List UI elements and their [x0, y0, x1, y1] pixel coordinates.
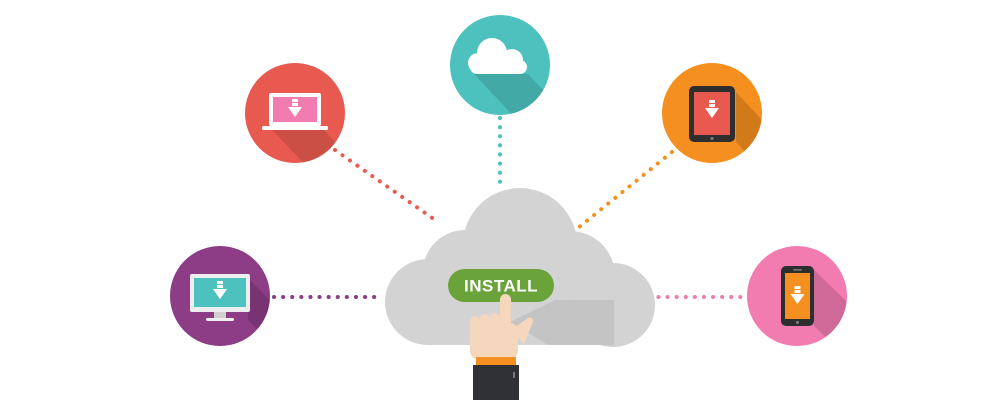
connectors [272, 116, 747, 299]
install-button-label: INSTALL [464, 277, 538, 296]
install-button[interactable]: INSTALL [448, 269, 554, 302]
laptop-node [245, 63, 345, 163]
tablet-download-icon [689, 86, 735, 142]
phone-download-icon [781, 266, 814, 326]
desktop-node [170, 246, 270, 346]
cloud-icon [468, 38, 527, 74]
desktop-download-icon [190, 274, 250, 321]
pointing-hand-icon [470, 294, 533, 400]
cloud-node [450, 15, 550, 115]
tablet-connector [576, 150, 674, 230]
laptop-download-icon [262, 93, 328, 130]
laptop-connector [333, 148, 440, 224]
phone-node [747, 246, 847, 346]
tablet-node [662, 63, 762, 163]
